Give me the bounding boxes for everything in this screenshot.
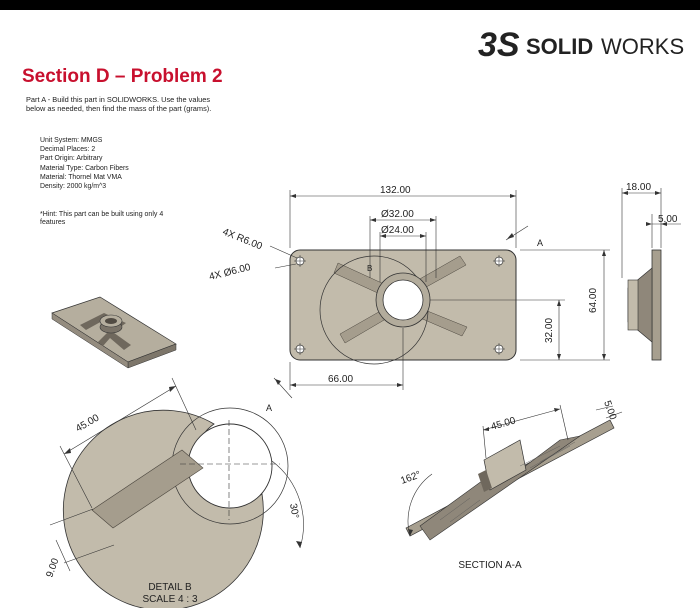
dim-center-horizontal: 66.00: [328, 374, 353, 385]
instructions-text: Part A - Build this part in SOLIDWORKS. …: [26, 95, 212, 113]
corner-radius-note: 4X R6.00: [221, 227, 264, 253]
top-black-bar: [0, 0, 700, 10]
property-decimal-places: Decimal Places: 2: [40, 146, 96, 154]
detail-dim-length: 45.00: [74, 412, 102, 434]
ds-logo-mark: 3S: [478, 26, 520, 64]
solidworks-logo: 3S SOLID WORKS: [478, 26, 684, 64]
detail-caption: DETAIL B: [148, 582, 192, 593]
dim-hole-inner: Ø24.00: [381, 225, 414, 236]
section-caption: SECTION A-A: [458, 560, 522, 571]
detail-label: B: [367, 264, 372, 273]
front-view: 132.00 Ø32.00 Ø24.00 64.00 32.00 66.00 4…: [208, 185, 610, 413]
section-a-a-view: 45.00 162° 5.00 SECTION A-A: [399, 399, 623, 571]
property-unit-system: Unit System: MMGS: [40, 137, 103, 144]
section-dim-angle: 162°: [399, 469, 422, 486]
hint-text: *Hint: This part can be built using only…: [40, 211, 164, 227]
dim-width: 132.00: [380, 185, 411, 196]
section-dim-length: 45.00: [490, 415, 518, 433]
properties-list: Unit System: MMGS Decimal Places: 2 Part…: [40, 136, 200, 191]
property-density: Density: 2000 kg/m^3: [40, 183, 107, 191]
property-part-origin: Part Origin: Arbitrary: [40, 155, 103, 163]
section-label-bottom: A: [266, 403, 272, 413]
section-label-top: A: [537, 238, 543, 248]
detail-dim-angle: 30°: [287, 503, 300, 520]
section-dim-plate: 5.00: [601, 399, 618, 421]
property-material: Material: Thornel Mat VMA: [40, 173, 122, 181]
property-material-type: Material Type: Carbon Fibers: [40, 164, 129, 172]
logo-works-text: WORKS: [601, 34, 684, 59]
dim-plate: 5.00: [658, 214, 678, 225]
dim-depth: 18.00: [626, 182, 651, 193]
page-title: Section D – Problem 2: [22, 66, 223, 87]
detail-dim-width: 9.00: [44, 557, 61, 579]
isometric-thumbnail: [51, 296, 177, 369]
detail-b-view: 45.00 30° 9.00 DETAIL B SCALE 4 : 3: [44, 377, 304, 608]
side-view: 18.00 5.00: [621, 182, 681, 361]
detail-scale: SCALE 4 : 3: [142, 594, 197, 605]
dim-center-vertical: 32.00: [544, 318, 555, 343]
corner-hole-note: 4X Ø6.00: [208, 262, 252, 283]
dim-hole-outer: Ø32.00: [381, 209, 414, 220]
logo-solid-text: SOLID: [526, 34, 593, 59]
dim-height: 64.00: [588, 288, 599, 313]
